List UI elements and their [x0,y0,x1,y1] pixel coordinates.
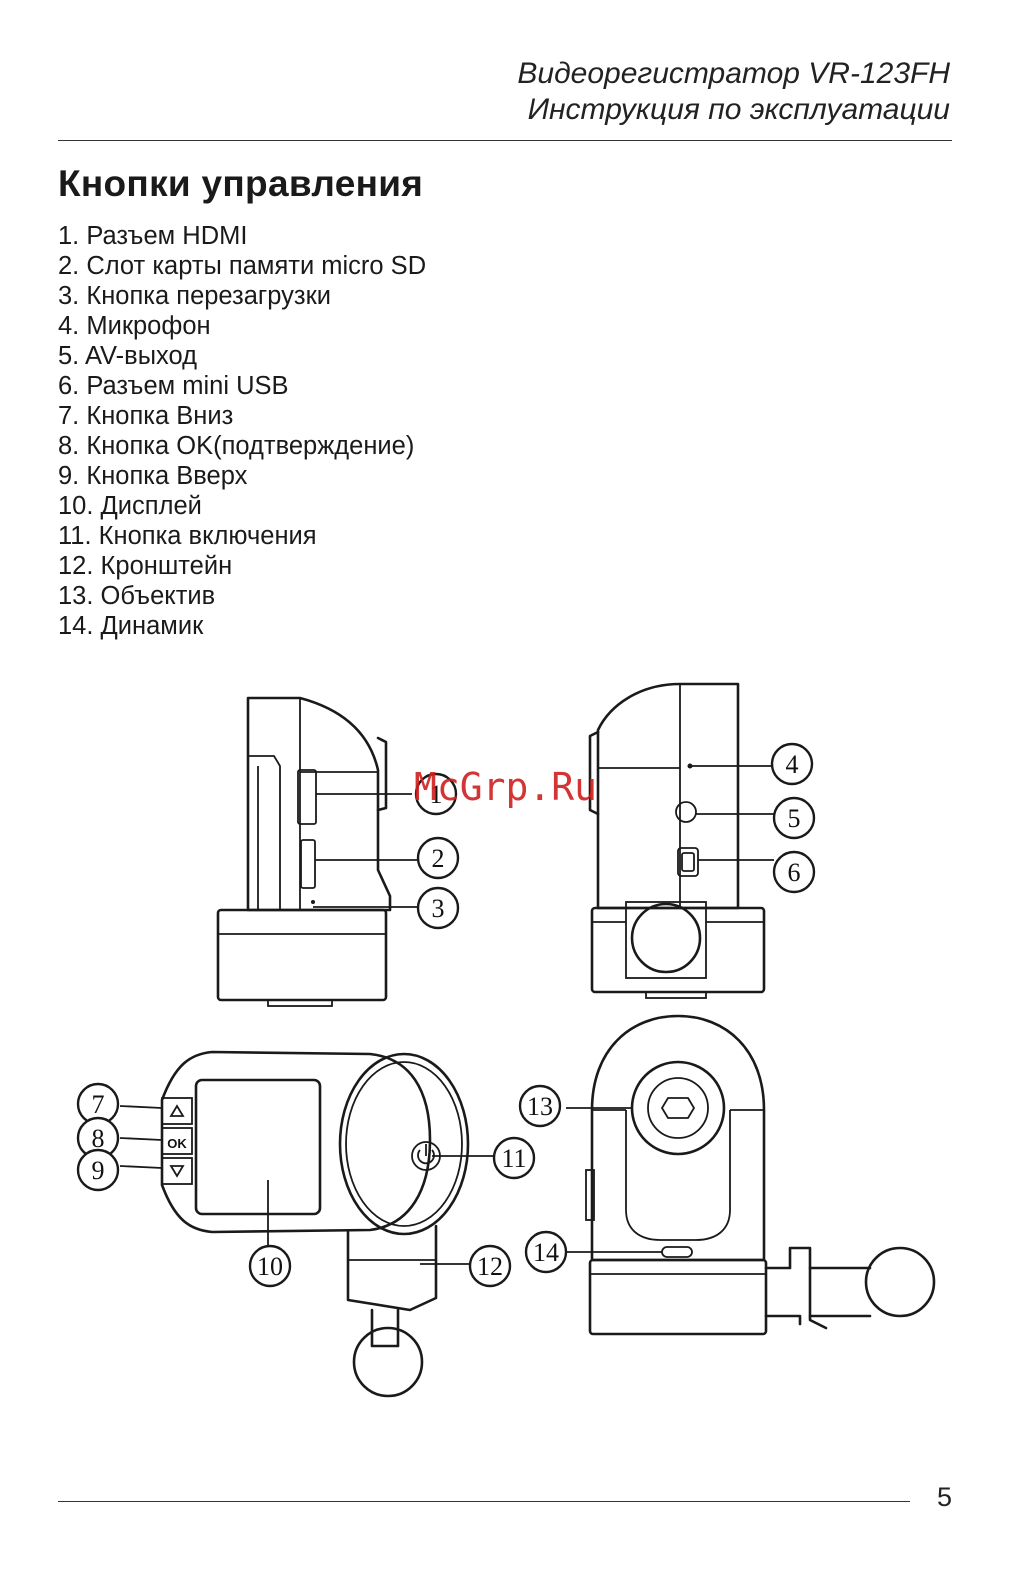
callout-3: 3 [416,886,460,930]
svg-text:13: 13 [527,1092,553,1121]
device-front-view [566,1014,936,1336]
device-rear-view: OK [119,1050,494,1398]
callout-1: 1 [414,772,458,816]
list-item: 8. Кнопка OK(подтверждение) [58,432,415,460]
footer-divider [58,1501,910,1502]
svg-text:6: 6 [788,858,801,887]
list-item: 13. Объектив [58,582,216,610]
list-item: 14. Динамик [58,612,204,640]
list-item: 11. Кнопка включения [58,522,317,550]
list-item: 12. Кронштейн [58,552,233,580]
svg-text:2: 2 [432,844,445,873]
callout-6: 6 [772,850,816,894]
list-item: 1. Разъем HDMI [58,222,248,250]
svg-text:12: 12 [477,1252,503,1281]
callout-8: 8 [76,1116,120,1160]
svg-text:10: 10 [257,1252,283,1281]
device-side-view-right [588,682,774,999]
svg-text:11: 11 [501,1144,526,1173]
list-item: 2. Слот карты памяти micro SD [58,252,427,280]
controls-list: 1. Разъем HDMI 2. Слот карты памяти micr… [58,221,426,641]
document-header: Видеорегистратор VR-123FH Инструкция по … [517,56,950,128]
callout-12: 12 [468,1244,512,1288]
svg-text:14: 14 [533,1238,559,1267]
svg-text:8: 8 [92,1124,105,1153]
callout-7: 7 [76,1082,120,1126]
svg-text:4: 4 [786,750,799,779]
svg-text:3: 3 [432,894,445,923]
callout-10: 10 [248,1244,292,1288]
list-item: 6. Разъем mini USB [58,372,289,400]
list-item: 4. Микрофон [58,312,211,340]
header-product-name: Видеорегистратор VR-123FH [517,57,950,90]
callout-2: 2 [416,836,460,880]
callout-14: 14 [524,1230,568,1274]
callout-5: 5 [772,796,816,840]
callout-11: 11 [492,1136,536,1180]
svg-text:5: 5 [788,804,801,833]
svg-text:7: 7 [92,1090,105,1119]
list-item: 7. Кнопка Вниз [58,402,234,430]
section-title: Кнопки управления [58,163,424,204]
device-side-view-left [216,696,418,1007]
svg-text:9: 9 [92,1156,105,1185]
callout-13: 13 [518,1084,562,1128]
device-diagram-svg: 1 2 3 4 5 6 [76,682,936,1398]
callout-4: 4 [770,742,814,786]
callout-9: 9 [76,1148,120,1192]
list-item: 9. Кнопка Вверх [58,462,248,490]
list-item: 5. AV-выход [58,342,197,370]
header-manual-name: Инструкция по эксплуатации [527,93,950,126]
header-divider [58,140,952,141]
ok-button-label: OK [167,1136,187,1151]
list-item: 3. Кнопка перезагрузки [58,282,331,310]
page-number: 5 [936,1482,952,1512]
svg-text:1: 1 [430,780,443,809]
watermark-logo: McGrp.Ru [414,765,597,809]
device-diagram: 1 2 3 4 5 6 [0,670,1020,1430]
list-item: 10. Дисплей [58,492,202,520]
